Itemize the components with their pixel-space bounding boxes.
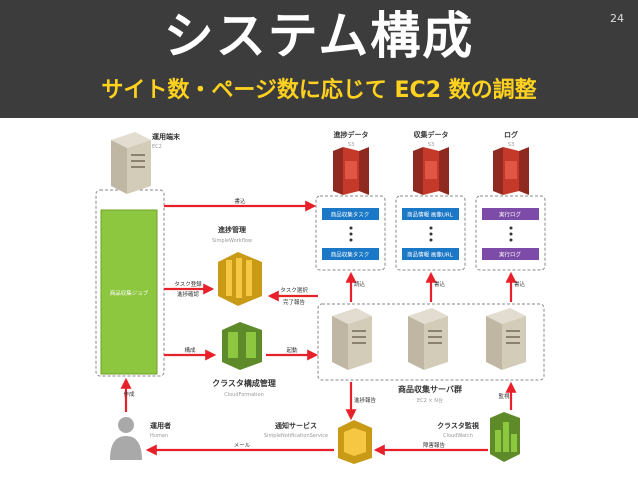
log-label: ログ bbox=[504, 130, 518, 139]
notify-sub: SimpleNotificationService bbox=[264, 433, 328, 439]
collect-card-2 bbox=[402, 248, 459, 260]
cluster-build-sub: CloudFormation bbox=[224, 392, 264, 398]
collect-data-label: 収集データ bbox=[414, 130, 449, 139]
log-card-2 bbox=[482, 248, 539, 260]
arrow-write-log-label: 書込 bbox=[514, 280, 526, 288]
arrow-create-label: 作成 bbox=[123, 390, 135, 398]
page-number: 24 bbox=[610, 12, 624, 25]
log-card-1-label: 実行ログ bbox=[499, 211, 522, 219]
arrow-write-top-label: 書込 bbox=[234, 197, 246, 205]
arrow-fault-report-label: 障害報告 bbox=[423, 441, 446, 449]
collect-data-sub: S3 bbox=[428, 142, 434, 148]
progress-bucket-icon bbox=[333, 147, 369, 195]
job-box bbox=[100, 209, 158, 375]
progress-data-sub: S3 bbox=[348, 142, 354, 148]
log-card-1 bbox=[482, 208, 539, 220]
log-sub: S3 bbox=[508, 142, 514, 148]
monitor-sub: CloudWatch bbox=[443, 433, 473, 439]
ops-terminal-server-icon bbox=[111, 132, 151, 194]
monitor-label: クラスタ監視 bbox=[437, 421, 479, 430]
arrow-progress-check-label: 進捗確認 bbox=[177, 290, 200, 298]
operator-person-icon bbox=[110, 417, 142, 460]
arrow-mail-label: メール bbox=[234, 443, 251, 449]
arrow-progress-notify-label: 進捗報告 bbox=[354, 396, 377, 404]
arrow-start-label: 起動 bbox=[286, 346, 298, 354]
progress-data-label: 進捗データ bbox=[334, 130, 369, 139]
slide-title: システム構成 bbox=[163, 7, 475, 65]
sns-icon bbox=[338, 420, 372, 464]
operator-sub: Human bbox=[150, 433, 168, 439]
progress-card-1 bbox=[322, 208, 379, 220]
arrow-build-label: 構成 bbox=[184, 346, 196, 354]
collect-card-1-label: 商品情報 画像URL bbox=[407, 211, 454, 219]
progress-card-2 bbox=[322, 248, 379, 260]
slide-subtitle: サイト数・ページ数に応じて EC2 数の調整 bbox=[101, 78, 537, 103]
collector-server-icon-2 bbox=[408, 308, 448, 370]
cluster-build-label: クラスタ構成管理 bbox=[212, 378, 276, 388]
collector-server-icon-3 bbox=[486, 308, 526, 370]
log-card-2-label: 実行ログ bbox=[499, 251, 522, 259]
cloudwatch-icon bbox=[490, 412, 520, 462]
cloudformation-icon bbox=[222, 322, 262, 370]
ops-terminal-sub: EC2 bbox=[152, 144, 162, 150]
server-group-sub: EC2 × N台 bbox=[417, 397, 443, 404]
arrow-read-label: 読込 bbox=[354, 280, 366, 288]
ops-terminal-label: 運用端末 bbox=[152, 132, 181, 141]
progress-card-1-label: 商品収集タスク bbox=[331, 211, 370, 219]
arrow-done-report-label: 完了報告 bbox=[283, 298, 306, 306]
progress-card-2-label: 商品収集タスク bbox=[331, 251, 370, 259]
collect-bucket-icon bbox=[413, 147, 449, 195]
notify-label: 通知サービス bbox=[275, 421, 317, 430]
log-bucket-icon bbox=[493, 147, 529, 195]
operator-label: 運用者 bbox=[150, 421, 171, 430]
collect-card-1 bbox=[402, 208, 459, 220]
arrow-task-register-label: タスク登録 bbox=[174, 280, 202, 288]
progress-data-region bbox=[315, 195, 386, 271]
server-group-label: 商品収集サーバ群 bbox=[398, 384, 462, 394]
slide-header: システム構成 サイト数・ページ数に応じて EC2 数の調整 24 bbox=[0, 0, 638, 118]
workflow-icon bbox=[218, 252, 262, 306]
arrow-task-select-label: タスク選択 bbox=[280, 286, 308, 294]
job-box-label: 商品収集ジョブ bbox=[110, 289, 149, 297]
progress-mgmt-label: 進捗管理 bbox=[218, 225, 246, 234]
collect-card-2-label: 商品情報 画像URL bbox=[407, 251, 454, 259]
collector-server-icon-1 bbox=[332, 308, 372, 370]
arrow-write-collect-label: 書込 bbox=[434, 280, 446, 288]
log-region bbox=[475, 195, 546, 271]
collect-data-region bbox=[395, 195, 466, 271]
progress-mgmt-sub: SimpleWorkflow bbox=[212, 238, 252, 244]
arrow-monitoring-label: 監視 bbox=[498, 392, 510, 400]
server-group-region bbox=[317, 303, 545, 381]
